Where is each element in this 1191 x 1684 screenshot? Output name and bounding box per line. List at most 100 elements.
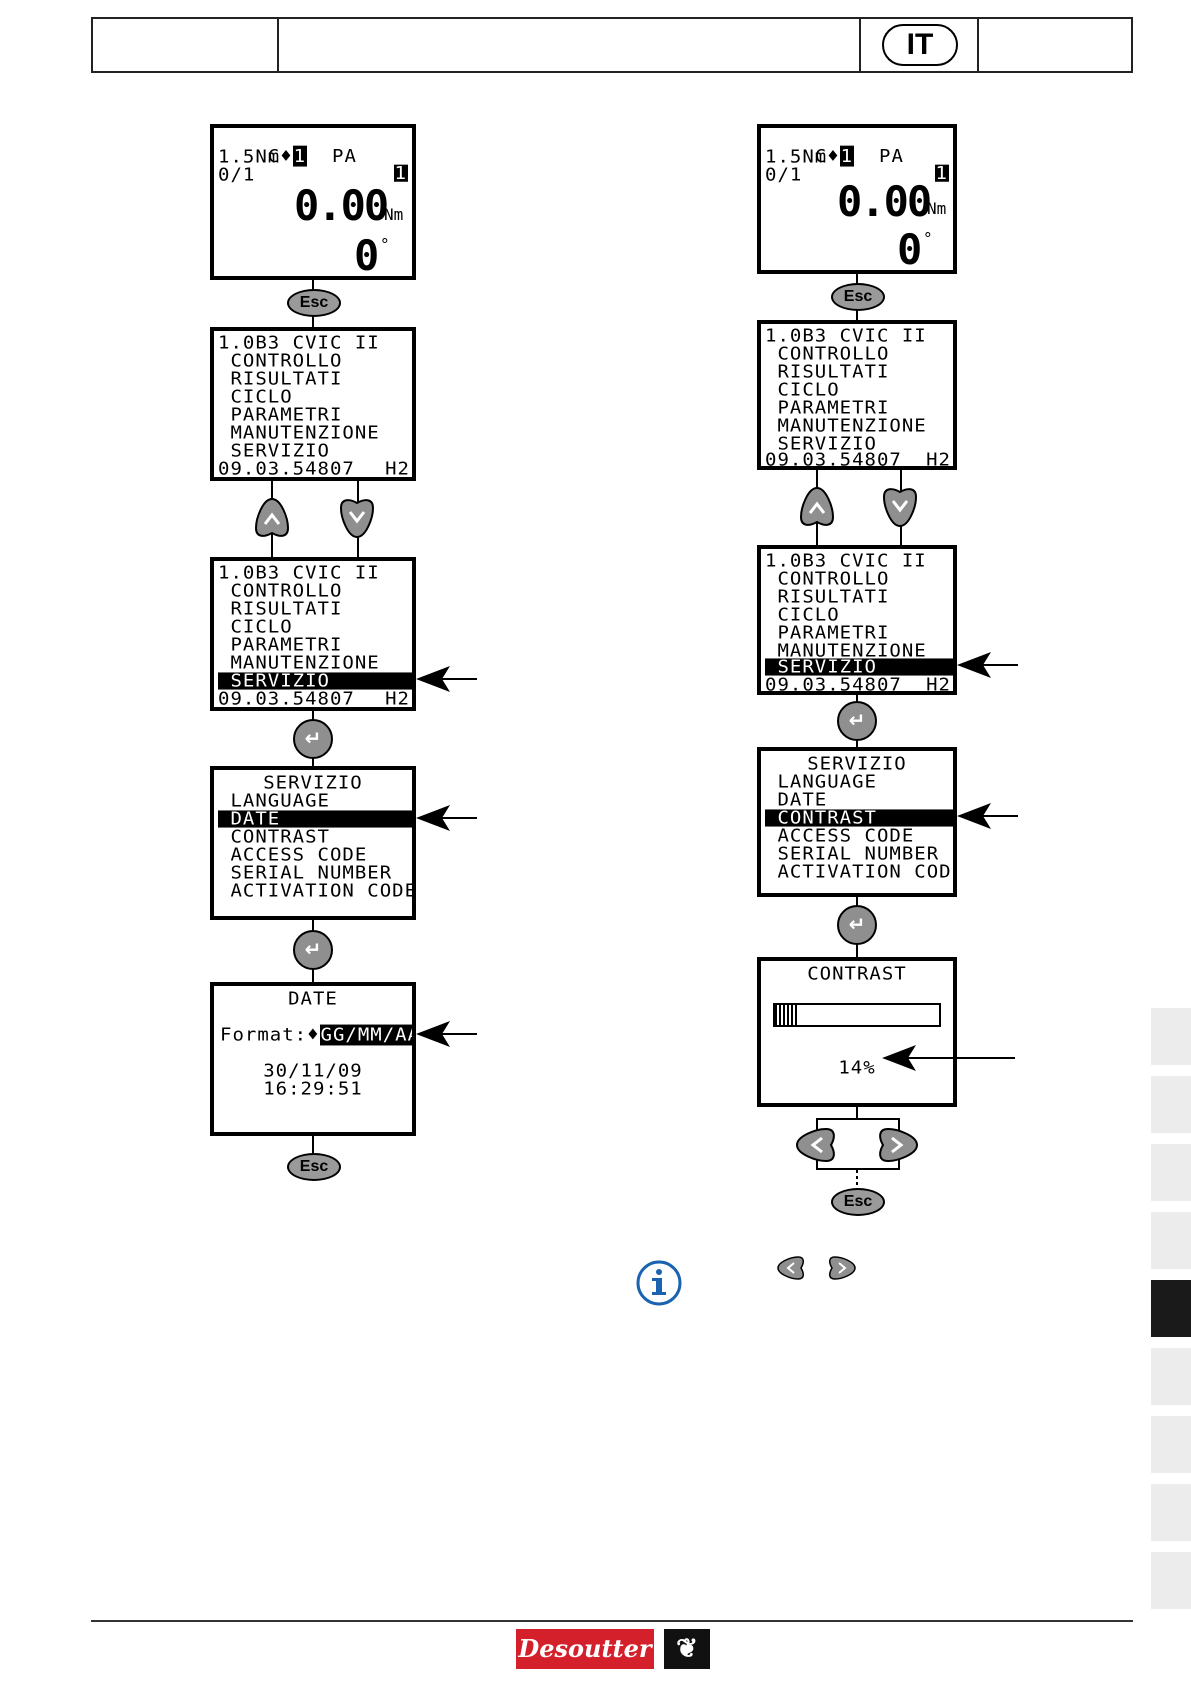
- chevron-down-icon: [348, 511, 366, 524]
- menu-item-controllo[interactable]: CONTROLLO: [218, 580, 343, 602]
- menu-item-manutenzione[interactable]: MANUTENZIONE: [765, 640, 927, 662]
- connector: [856, 1107, 858, 1119]
- menu-item-risultati[interactable]: RISULTATI: [765, 361, 890, 383]
- header-divider: [859, 19, 861, 71]
- desoutter-bird-logo-icon: ❦: [664, 1629, 710, 1669]
- serial-number: 09.03.54807: [765, 674, 902, 695]
- menu-title: 1.0B3 CVIC II: [765, 325, 927, 347]
- side-tab-1[interactable]: [1151, 1008, 1191, 1065]
- menu-item-servizio[interactable]: SERVIZIO: [218, 440, 330, 462]
- menu-item-controllo[interactable]: CONTROLLO: [218, 350, 343, 372]
- esc-button[interactable]: Esc: [831, 283, 885, 311]
- service-item-language[interactable]: LANGUAGE: [765, 771, 877, 793]
- service-item-language[interactable]: LANGUAGE: [218, 790, 330, 812]
- menu-item-risultati[interactable]: RISULTATI: [218, 368, 343, 390]
- language-badge: IT: [882, 24, 958, 66]
- esc-button[interactable]: Esc: [831, 1188, 885, 1216]
- pointer-arrow-icon: [957, 803, 1018, 829]
- up-arrow-button[interactable]: [799, 486, 835, 527]
- target-torque: 1.5Nm: [765, 146, 828, 168]
- service-item-contrast-selected[interactable]: CONTRAST: [765, 809, 953, 827]
- side-tab-5[interactable]: [1151, 1280, 1191, 1337]
- enter-button[interactable]: ↵: [837, 905, 877, 945]
- footer-rule: [91, 1620, 1133, 1622]
- enter-button[interactable]: ↵: [837, 701, 877, 741]
- esc-button[interactable]: Esc: [287, 289, 341, 317]
- enter-button[interactable]: ↵: [293, 930, 333, 970]
- esc-button[interactable]: Esc: [287, 1153, 341, 1181]
- side-tab-7[interactable]: [1151, 1416, 1191, 1473]
- menu-item-parametri[interactable]: PARAMETRI: [765, 622, 890, 644]
- torque-value: 0.00: [294, 181, 389, 230]
- service-item-date-selected[interactable]: DATE: [218, 810, 412, 828]
- left-arrow-small-icon: [777, 1256, 804, 1280]
- menu-item-parametri[interactable]: PARAMETRI: [765, 397, 890, 419]
- enter-button[interactable]: ↵: [293, 719, 333, 759]
- spindle-number: 1: [934, 162, 949, 184]
- down-arrow-button[interactable]: [339, 498, 375, 539]
- side-tab-3[interactable]: [1151, 1144, 1191, 1201]
- chevron-down-icon: [891, 500, 909, 513]
- service-item-access-code[interactable]: ACCESS CODE: [765, 825, 915, 847]
- menu-item-ciclo[interactable]: CICLO: [765, 604, 840, 626]
- strategy-label: PA: [332, 145, 357, 167]
- info-icon: [636, 1260, 682, 1306]
- menu-item-ciclo[interactable]: CICLO: [765, 379, 840, 401]
- up-arrow-button[interactable]: [254, 497, 290, 538]
- format-value-selected[interactable]: GG/MM/AA: [319, 1024, 412, 1046]
- hardware-version: H2: [385, 688, 410, 710]
- menu-item-controllo[interactable]: CONTROLLO: [765, 568, 890, 590]
- chevron-up-icon: [808, 501, 826, 514]
- service-item-contrast[interactable]: CONTRAST: [218, 826, 330, 848]
- header-divider: [277, 19, 279, 71]
- torque-unit: Nm: [384, 205, 404, 224]
- right-arrow-button[interactable]: [878, 1127, 919, 1163]
- time-value: 16:29:51: [263, 1078, 363, 1100]
- menu-item-manutenzione[interactable]: MANUTENZIONE: [218, 652, 380, 674]
- menu-item-manutenzione[interactable]: MANUTENZIONE: [765, 415, 927, 437]
- format-label: Format:: [220, 1024, 308, 1046]
- menu-title: 1.0B3 CVIC II: [765, 550, 927, 572]
- desoutter-logo: Desoutter: [516, 1629, 654, 1669]
- left-arrow-button[interactable]: [795, 1127, 836, 1163]
- service-item-activation-code[interactable]: ACTIVATION CODE: [765, 861, 957, 883]
- contrast-level-bar[interactable]: [773, 1003, 941, 1027]
- side-tab-6[interactable]: [1151, 1348, 1191, 1405]
- menu-item-parametri[interactable]: PARAMETRI: [218, 404, 343, 426]
- menu-item-parametri[interactable]: PARAMETRI: [218, 634, 343, 656]
- angle-value: 0: [354, 231, 379, 280]
- menu-item-risultati[interactable]: RISULTATI: [218, 598, 343, 620]
- menu-title: 1.0B3 CVIC II: [218, 332, 380, 354]
- program-number: 1: [292, 145, 308, 167]
- menu-item-ciclo[interactable]: CICLO: [218, 386, 293, 408]
- service-item-activation-code[interactable]: ACTIVATION CODE: [218, 880, 416, 902]
- service-menu-title: SERVIZIO: [263, 772, 363, 794]
- side-tab-9[interactable]: [1151, 1552, 1191, 1609]
- connector: [312, 1136, 314, 1154]
- lcd-main-menu-right: 1.0B3 CVIC II CONTROLLO RISULTATI CICLO …: [757, 320, 957, 470]
- service-item-access-code[interactable]: ACCESS CODE: [218, 844, 368, 866]
- service-item-serial-number[interactable]: SERIAL NUMBER: [765, 843, 940, 865]
- menu-item-servizio-selected[interactable]: SERVIZIO: [765, 658, 953, 676]
- right-arrow-small-icon: [829, 1256, 856, 1280]
- side-tab-8[interactable]: [1151, 1484, 1191, 1541]
- lcd-home-screen: C♦1 PA 1 1.5Nm 0/1 0.00 Nm 0 °: [210, 124, 416, 280]
- service-item-serial-number[interactable]: SERIAL NUMBER: [218, 862, 393, 884]
- date-screen-title: DATE: [288, 988, 338, 1010]
- menu-item-ciclo[interactable]: CICLO: [218, 616, 293, 638]
- side-tab-2[interactable]: [1151, 1076, 1191, 1133]
- lcd-main-menu-selected: 1.0B3 CVIC II CONTROLLO RISULTATI CICLO …: [210, 557, 416, 711]
- lcd-service-menu-right: SERVIZIO LANGUAGE DATE CONTRAST ACCESS C…: [757, 747, 957, 897]
- menu-item-servizio-selected[interactable]: SERVIZIO: [218, 672, 412, 690]
- chevron-up-icon: [263, 512, 281, 525]
- menu-item-controllo[interactable]: CONTROLLO: [765, 343, 890, 365]
- menu-item-manutenzione[interactable]: MANUTENZIONE: [218, 422, 380, 444]
- dashed-connector: [856, 1170, 858, 1190]
- cycle-counter: 0/1: [218, 164, 256, 186]
- down-arrow-button[interactable]: [882, 487, 918, 528]
- pointer-arrow-icon: [416, 805, 477, 831]
- service-item-date[interactable]: DATE: [765, 789, 828, 811]
- side-tab-4[interactable]: [1151, 1212, 1191, 1269]
- menu-item-risultati[interactable]: RISULTATI: [765, 586, 890, 608]
- menu-item-servizio[interactable]: SERVIZIO: [765, 433, 877, 455]
